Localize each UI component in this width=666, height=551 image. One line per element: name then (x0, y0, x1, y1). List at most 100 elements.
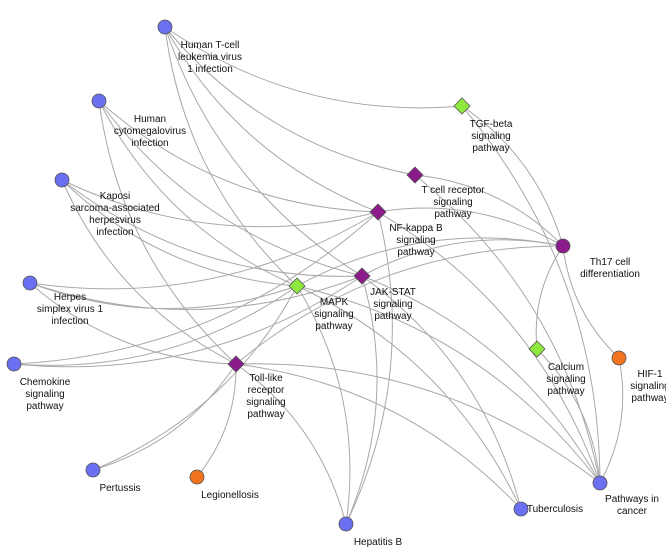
node-tcr[interactable] (406, 166, 424, 184)
edge-htlv-nfkb (164, 26, 379, 213)
node-tlr[interactable] (227, 355, 245, 373)
node-label-line: signaling (433, 197, 472, 208)
node-label-line: differentiation (580, 269, 640, 280)
node-label-line: leukemia virus (178, 52, 242, 63)
node-label-line: Tuberculosis (527, 504, 583, 515)
edge-hepb-nfkb (345, 211, 393, 525)
node-label-line: pathway (315, 321, 352, 332)
node-chemokine[interactable] (6, 356, 22, 372)
node-label-line: Chemokine (20, 377, 71, 388)
node-jakstat[interactable] (353, 267, 371, 285)
node-label-line: Pertussis (99, 483, 140, 494)
edge-tb-tlr (235, 363, 522, 510)
edge-kshv-tlr (61, 179, 237, 365)
node-label-line: Human (134, 114, 166, 125)
edge-htlv-jakstat (164, 26, 363, 277)
node-th17[interactable] (555, 238, 571, 254)
edge-hepb-tlr (235, 363, 347, 525)
node-hsv[interactable] (22, 275, 38, 291)
node-label-line: signaling (546, 374, 585, 385)
edge-hepb-mapk (296, 285, 351, 525)
edge-hsv-tlr (29, 282, 237, 365)
edge-th17-jakstat (361, 239, 564, 277)
edge-htlv-tgfb (164, 26, 463, 109)
node-legionellosis[interactable] (189, 469, 205, 485)
node-label-line: cancer (617, 506, 648, 517)
node-label-line: cytomegalovirus (114, 126, 186, 137)
node-label-line: pathway (26, 401, 63, 412)
node-hcmv[interactable] (91, 93, 107, 109)
node-label-line: Kaposi (100, 191, 131, 202)
edge-tb-jakstat (361, 275, 522, 510)
edge-cancer-tgfb (461, 105, 601, 484)
node-label-line: signaling (471, 131, 510, 142)
node-htlv[interactable] (157, 19, 173, 35)
node-label-line: NF-kappa B (389, 223, 443, 234)
node-label-line: HIF-1 (638, 369, 663, 380)
node-label-line: JAK-STAT (370, 287, 416, 298)
node-calcium[interactable] (528, 340, 546, 358)
edge-hcmv-nfkb (98, 100, 379, 213)
node-label-line: pathway (397, 247, 434, 258)
node-label-line: Legionellosis (201, 490, 259, 501)
edge-htlv-mapk (164, 26, 298, 287)
edge-hcmv-jakstat (98, 100, 363, 277)
edge-cancer-jakstat (361, 275, 601, 484)
node-label-line: receptor (248, 385, 285, 396)
edge-chemokine-nfkb (13, 211, 379, 365)
edge-cancer-tlr (235, 363, 601, 484)
edge-th17-nfkb (377, 207, 564, 247)
node-layer (6, 19, 627, 532)
node-kshv[interactable] (54, 172, 70, 188)
edge-legionellosis-tlr (196, 363, 237, 478)
node-label-line: T cell receptor (421, 185, 485, 196)
node-label-line: pathway (631, 393, 666, 404)
node-mapk[interactable] (288, 277, 306, 295)
node-label-pertussis: Pertussis (99, 483, 140, 494)
node-label-line: signaling (25, 389, 64, 400)
edge-hsv-mapk (29, 282, 298, 310)
node-hif1[interactable] (611, 350, 627, 366)
edge-cancer-mapk (296, 285, 601, 484)
node-nfkb[interactable] (369, 203, 387, 221)
edge-layer (13, 26, 624, 525)
node-label-tb: Tuberculosis (527, 504, 583, 515)
node-cancer[interactable] (592, 475, 608, 491)
node-label-line: pathway (247, 409, 284, 420)
node-hepb[interactable] (338, 516, 354, 532)
edge-cancer-tcr (414, 174, 601, 484)
node-label-line: pathway (374, 311, 411, 322)
node-label-line: signaling (396, 235, 435, 246)
node-label-line: signaling (373, 299, 412, 310)
edge-chemokine-mapk (13, 285, 298, 366)
node-label-line: infection (51, 316, 88, 327)
edge-pertussis-tlr (92, 363, 237, 471)
node-tgfb[interactable] (453, 97, 471, 115)
node-pertussis[interactable] (85, 462, 101, 478)
node-label-line: sarcoma-associated (70, 203, 159, 214)
node-label-line: pathway (547, 386, 584, 397)
edge-cancer-nfkb (377, 211, 601, 484)
node-label-line: Human T-cell (181, 40, 240, 51)
node-label-line: signaling (246, 397, 285, 408)
node-tb[interactable] (513, 501, 529, 517)
edge-th17-calcium (535, 245, 564, 350)
node-label-line: Toll-like (249, 373, 283, 384)
node-label-line: infection (131, 138, 168, 149)
node-label-line: MAPK (320, 297, 349, 308)
